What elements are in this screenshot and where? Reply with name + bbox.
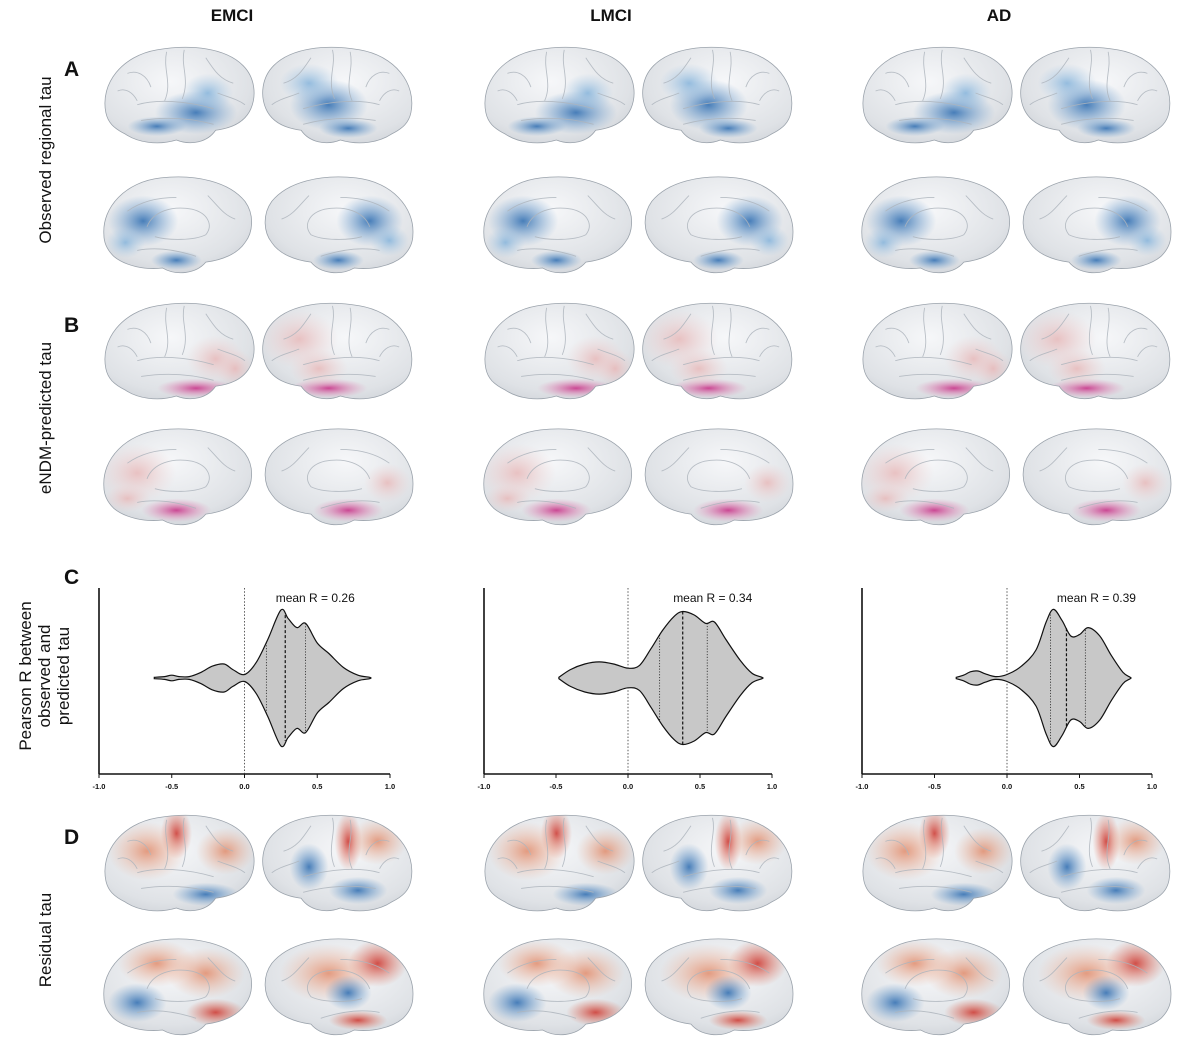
brain-b-emci-lateral-left: [104, 302, 255, 400]
x-tick-label: -0.5: [928, 782, 941, 791]
x-tick-label: 1.0: [767, 782, 777, 791]
violin-chart-lmci: -1.0 -0.5 0.0 0.5 1.0 mean R = 0.34: [478, 588, 777, 791]
panel-letter-b: B: [64, 314, 80, 337]
column-title-lmci: LMCI: [590, 6, 632, 25]
violin-body: [153, 608, 372, 748]
brain-d-lmci-medial-left: [483, 938, 633, 1036]
x-tick-label: 0.0: [239, 782, 249, 791]
brain-d-emci-medial-right: [264, 938, 414, 1036]
brain-d-emci-lateral-left: [104, 814, 255, 912]
x-tick-label: 0.0: [1002, 782, 1012, 791]
brain-b-emci-medial-right: [264, 428, 414, 526]
brain-d-ad-medial-left: [861, 938, 1011, 1036]
brain-d-emci-medial-left: [103, 938, 253, 1036]
brain-a-emci-lateral-left: [104, 46, 255, 144]
brain-b-lmci-lateral-left: [484, 302, 635, 400]
brain-a-emci-medial-left: [103, 176, 253, 274]
x-tick-label: -0.5: [550, 782, 563, 791]
brain-b-lmci-lateral-right: [642, 302, 793, 400]
mean-r-annotation: mean R = 0.34: [673, 591, 752, 605]
brain-b-lmci-medial-right: [644, 428, 794, 526]
column-title-emci: EMCI: [210, 6, 254, 25]
x-tick-label: -0.5: [165, 782, 178, 791]
brain-a-lmci-lateral-left: [484, 46, 635, 144]
mean-r-annotation: mean R = 0.39: [1057, 591, 1136, 605]
x-tick-label: 0.5: [695, 782, 705, 791]
brain-b-ad-medial-left: [861, 428, 1011, 526]
brain-a-ad-medial-right: [1022, 176, 1172, 274]
brain-b-ad-lateral-left: [862, 302, 1013, 400]
x-tick-label: 1.0: [1147, 782, 1157, 791]
brain-d-emci-lateral-right: [262, 814, 413, 912]
brain-b-emci-lateral-right: [262, 302, 413, 400]
brain-b-ad-lateral-right: [1020, 302, 1171, 400]
x-tick-label: -1.0: [856, 782, 869, 791]
brain-d-ad-medial-right: [1022, 938, 1172, 1036]
brain-a-emci-medial-right: [264, 176, 414, 274]
brain-b-ad-medial-right: [1022, 428, 1172, 526]
x-tick-label: -1.0: [478, 782, 491, 791]
violin-body: [955, 608, 1132, 748]
mean-r-annotation: mean R = 0.26: [276, 591, 355, 605]
x-tick-label: -1.0: [93, 782, 106, 791]
brain-a-lmci-lateral-right: [642, 46, 793, 144]
brain-d-lmci-medial-right: [644, 938, 794, 1036]
brain-d-lmci-lateral-left: [484, 814, 635, 912]
panel-letter-c: C: [64, 566, 80, 589]
brain-a-ad-medial-left: [861, 176, 1011, 274]
violin-chart-ad: -1.0 -0.5 0.0 0.5 1.0 mean R = 0.39: [856, 588, 1157, 791]
brain-a-emci-lateral-right: [262, 46, 413, 144]
brain-a-lmci-medial-right: [644, 176, 794, 274]
violin-body: [558, 610, 764, 746]
brain-d-ad-lateral-left: [862, 814, 1013, 912]
x-tick-label: 0.5: [312, 782, 322, 791]
x-tick-label: 0.0: [623, 782, 633, 791]
brain-maps: [103, 46, 1172, 1036]
panel-letter-a: A: [64, 58, 80, 81]
brain-a-lmci-medial-left: [483, 176, 633, 274]
brain-a-ad-lateral-right: [1020, 46, 1171, 144]
panel-letter-d: D: [64, 826, 80, 849]
x-tick-label: 1.0: [385, 782, 395, 791]
column-title-ad: AD: [986, 6, 1012, 25]
brain-d-lmci-lateral-right: [642, 814, 793, 912]
brain-b-emci-medial-left: [103, 428, 253, 526]
x-tick-label: 0.5: [1074, 782, 1084, 791]
brain-b-lmci-medial-left: [483, 428, 633, 526]
brain-d-ad-lateral-right: [1020, 814, 1171, 912]
violin-chart-emci: -1.0 -0.5 0.0 0.5 1.0 mean R = 0.26: [93, 588, 395, 791]
brain-a-ad-lateral-left: [862, 46, 1013, 144]
